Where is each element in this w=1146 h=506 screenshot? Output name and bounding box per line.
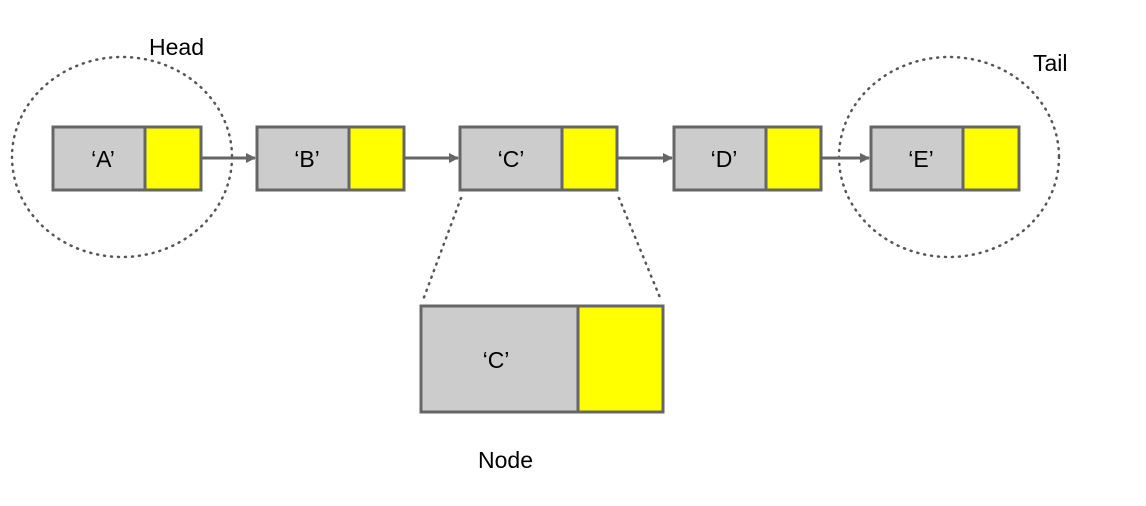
node-value: ‘A’ (91, 146, 115, 172)
list-node-e: ‘E’ (869, 125, 1021, 192)
zoomed-node: ‘C’ (419, 304, 665, 414)
node-value: ‘D’ (711, 146, 738, 172)
node-data-cell (51, 125, 147, 192)
zoomed-node-pointer-cell (576, 304, 665, 414)
node-label: Node (478, 447, 533, 473)
list-node-d: ‘D’ (672, 125, 823, 192)
node-pointer-cell (764, 125, 823, 192)
head-label: Head (149, 34, 204, 60)
node-pointer-cell (143, 125, 203, 192)
node-value: ‘C’ (498, 146, 525, 172)
list-node-b: ‘B’ (255, 125, 406, 192)
node-pointer-cell (347, 125, 406, 192)
node-pointer-cell (961, 125, 1021, 192)
node-value: ‘B’ (294, 146, 320, 172)
zoom-line-right (617, 196, 663, 302)
tail-label: Tail (1033, 50, 1068, 76)
node-value: ‘E’ (908, 146, 934, 172)
list-node-a: ‘A’ (51, 125, 203, 192)
zoomed-node-value: ‘C’ (483, 347, 510, 373)
zoom-line-left (421, 196, 463, 302)
node-data-cell (255, 125, 351, 192)
list-node-c: ‘C’ (458, 125, 619, 192)
node-pointer-cell (560, 125, 619, 192)
